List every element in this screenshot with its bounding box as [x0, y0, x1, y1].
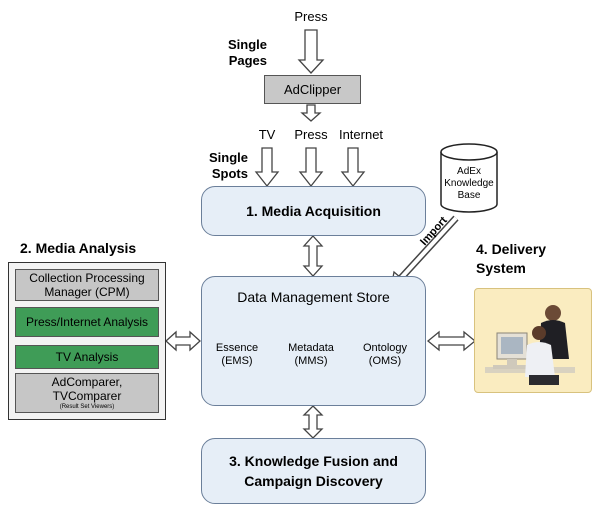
- press-label: Press: [294, 127, 328, 142]
- knowledge-base-label: AdEx Knowledge Base: [444, 166, 494, 201]
- comparer-sub-label: (Result Set Viewers): [59, 404, 115, 410]
- single-spots-label: Single Spots: [208, 150, 248, 181]
- media-acquisition-box: 1. Media Acquisition: [201, 186, 426, 236]
- press-source-label: Press: [294, 9, 328, 24]
- delivery-users-illustration: [485, 305, 575, 385]
- press-internet-analysis-item: Press/Internet Analysis: [15, 307, 159, 337]
- arrow-analysis-store: [165, 330, 201, 352]
- knowledge-fusion-box: 3. Knowledge Fusion and Campaign Discove…: [201, 438, 426, 504]
- adclipper-box: AdClipper: [264, 75, 361, 104]
- tv-analysis-item: TV Analysis: [15, 345, 159, 369]
- comparer-item: AdComparer, TVComparer (Result Set Viewe…: [15, 373, 159, 413]
- arrow-press-down: [298, 147, 324, 188]
- media-analysis-heading: 2. Media Analysis: [20, 240, 137, 256]
- media-acquisition-title: 1. Media Acquisition: [246, 203, 381, 219]
- arrow-internet-down: [340, 147, 366, 188]
- delivery-photo: [474, 288, 592, 393]
- press-internet-analysis-label: Press/Internet Analysis: [25, 315, 149, 329]
- arrow-adclipper-to-press: [300, 104, 322, 122]
- delivery-heading: 4. Delivery System: [476, 241, 547, 276]
- metadata-store-label: Metadata (MMS): [288, 342, 334, 367]
- comparer-label: AdComparer, TVComparer: [51, 375, 123, 403]
- arrow-store-delivery: [426, 330, 477, 352]
- essence-store-label: Essence (EMS): [215, 342, 259, 367]
- media-analysis-panel: Collection Processing Manager (CPM) Pres…: [8, 262, 166, 420]
- knowledge-base-cylinder: [440, 143, 498, 213]
- adclipper-label: AdClipper: [283, 82, 342, 97]
- arrow-store-fusion: [302, 405, 324, 439]
- cpm-item: Collection Processing Manager (CPM): [15, 269, 159, 301]
- arrow-acquisition-store: [302, 235, 324, 277]
- single-pages-label: Single Pages: [227, 37, 267, 68]
- cpm-label: Collection Processing Manager (CPM): [29, 271, 145, 299]
- knowledge-fusion-title: 3. Knowledge Fusion and Campaign Discove…: [229, 453, 398, 489]
- data-store-box: [201, 276, 426, 406]
- tv-label: TV: [258, 127, 276, 142]
- arrow-press-to-adclipper: [297, 29, 325, 74]
- data-store-title: Data Management Store: [237, 289, 390, 305]
- internet-label: Internet: [338, 127, 384, 142]
- tv-analysis-label: TV Analysis: [55, 350, 119, 364]
- ontology-store-label: Ontology (OMS): [362, 342, 408, 367]
- arrow-tv-down: [254, 147, 280, 188]
